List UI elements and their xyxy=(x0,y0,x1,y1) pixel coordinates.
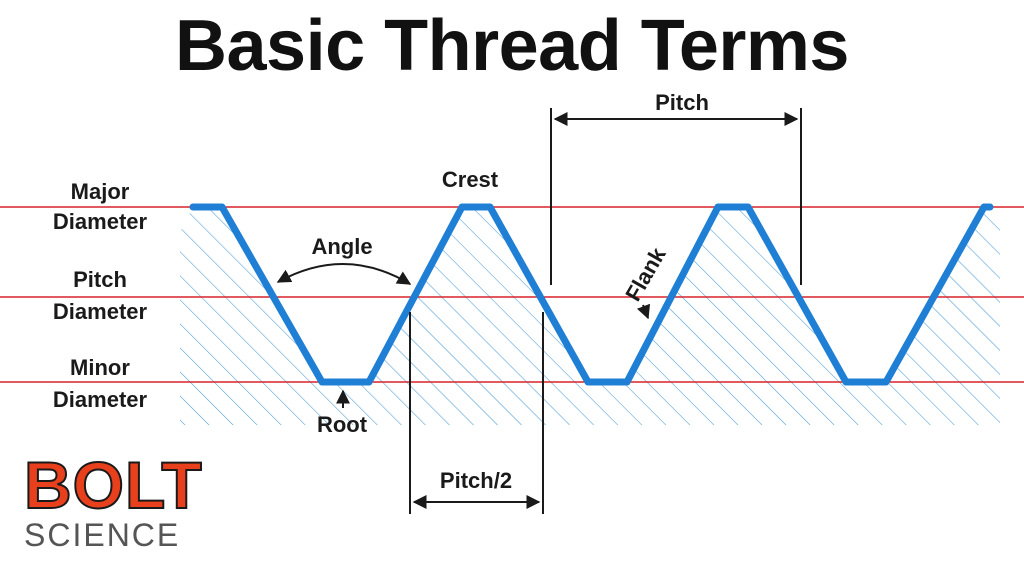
minor-diameter-label-line2: Diameter xyxy=(53,387,148,412)
angle-label: Angle xyxy=(311,234,372,259)
minor-diameter-label-line1: Minor xyxy=(70,355,130,380)
major-diameter-label-line2: Diameter xyxy=(53,209,148,234)
root-label: Root xyxy=(317,412,368,437)
logo-science-text: SCIENCE xyxy=(24,517,181,553)
logo-bolt-text: BOLT xyxy=(23,448,203,522)
flank-pointer-arrow xyxy=(636,303,651,320)
page-title: Basic Thread Terms xyxy=(175,6,849,86)
half-pitch-label: Pitch/2 xyxy=(440,468,512,493)
major-diameter-label-line1: Major xyxy=(71,179,130,204)
pitch-diameter-label-line1: Pitch xyxy=(73,267,127,292)
angle-arc xyxy=(276,263,412,285)
bolt-science-logo: BOLT SCIENCE xyxy=(23,448,244,553)
crest-label: Crest xyxy=(442,167,499,192)
thread-material-hatch xyxy=(180,207,1000,425)
flank-label: Flank xyxy=(620,242,671,305)
pitch-label: Pitch xyxy=(655,90,709,115)
thread-profile xyxy=(189,203,994,386)
pitch-diameter-label-line2: Diameter xyxy=(53,299,148,324)
